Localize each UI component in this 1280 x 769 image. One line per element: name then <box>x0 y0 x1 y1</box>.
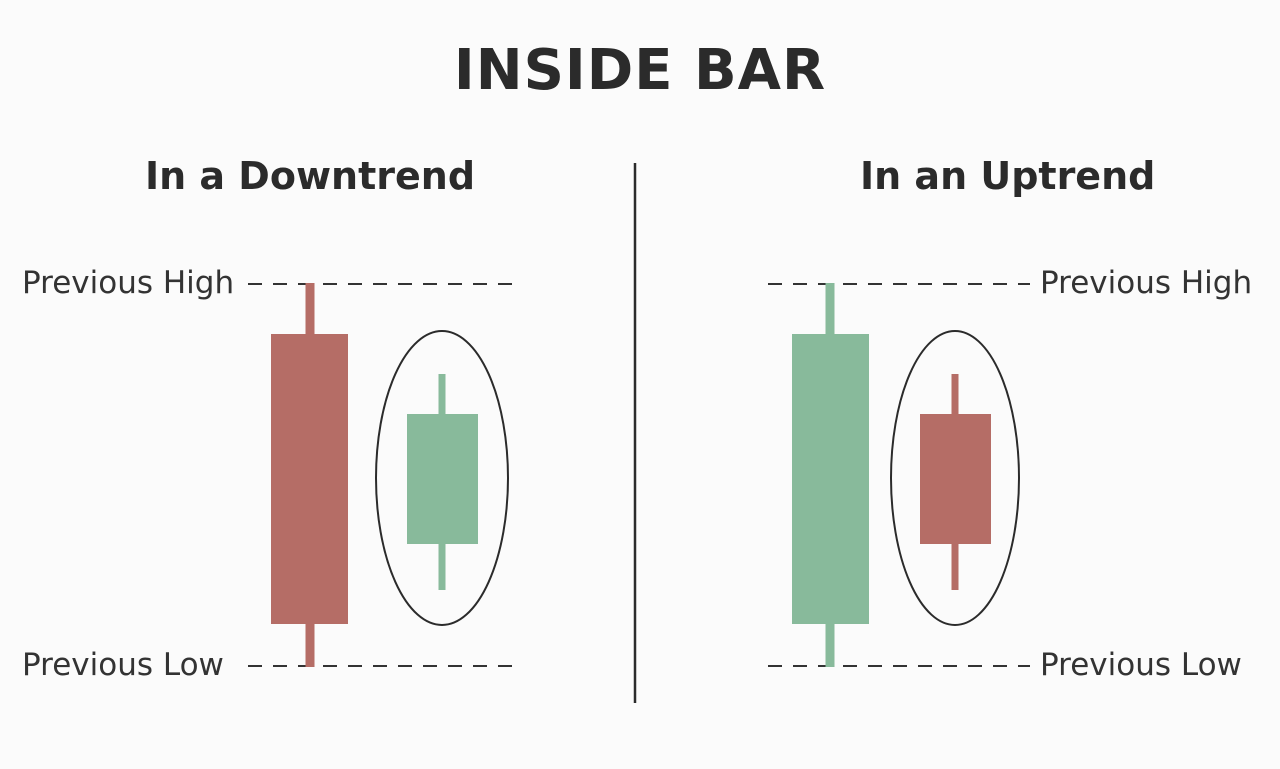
uptrend-ellipse-highlight-icon <box>890 330 1020 626</box>
page-title: INSIDE BAR <box>453 38 827 103</box>
uptrend-heading: In an Uptrend <box>860 154 1156 198</box>
downtrend-inside-candle-body <box>407 414 478 544</box>
downtrend-ellipse-highlight-icon <box>375 330 509 626</box>
downtrend-previous-low-label: Previous Low <box>22 647 224 683</box>
downtrend-previous-high-label: Previous High <box>22 265 235 301</box>
downtrend-mother-candle-body <box>271 334 348 624</box>
uptrend-previous-low-label: Previous Low <box>1040 647 1242 683</box>
uptrend-mother-candle-body <box>792 334 869 624</box>
uptrend-previous-high-label: Previous High <box>1040 265 1253 301</box>
uptrend-inside-candle-body <box>920 414 991 544</box>
downtrend-heading: In a Downtrend <box>145 154 476 198</box>
